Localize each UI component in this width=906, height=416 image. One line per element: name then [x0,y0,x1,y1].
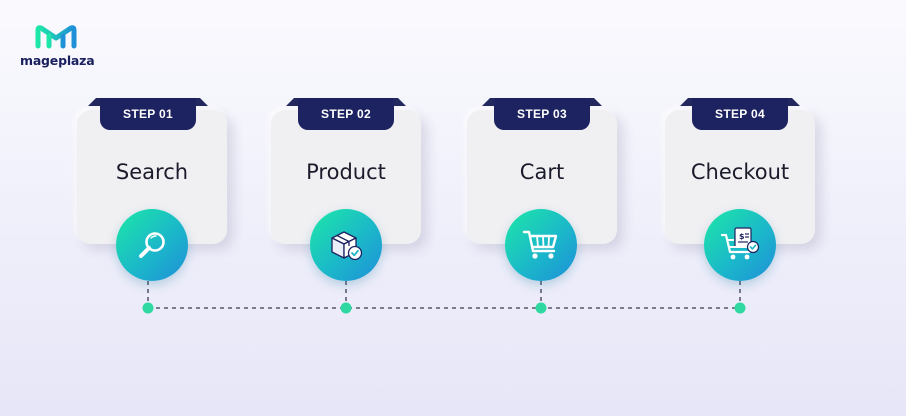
brand-logo[interactable]: mageplaza [20,24,100,72]
magnifier-icon [139,232,165,258]
step-tab-3: STEP 03 [494,98,590,130]
step-icon-circle-4: $ [704,209,776,281]
package-icon [331,231,363,261]
timeline-node-2 [340,302,352,314]
svg-text:$: $ [739,232,745,241]
brand-name: mageplaza [20,53,95,68]
step-label-4: Checkout [690,160,790,184]
checkout-cart-icon: $ [720,227,760,260]
step-label-2: Product [306,160,386,184]
timeline-node-1 [142,302,154,314]
step-icon-circle-1 [116,209,188,281]
step-tab-1: STEP 01 [100,98,196,130]
step-icon-circle-2 [310,209,382,281]
shopping-cart-icon [522,230,558,259]
step-tab-4: STEP 04 [692,98,788,130]
timeline-node-4 [734,302,746,314]
step-tab-2: STEP 02 [298,98,394,130]
step-label-1: Search [115,160,189,184]
mageplaza-m-logo-icon [35,25,77,49]
step-icon-circle-3 [505,209,577,281]
timeline-node-3 [535,302,547,314]
step-label-3: Cart [519,160,565,184]
